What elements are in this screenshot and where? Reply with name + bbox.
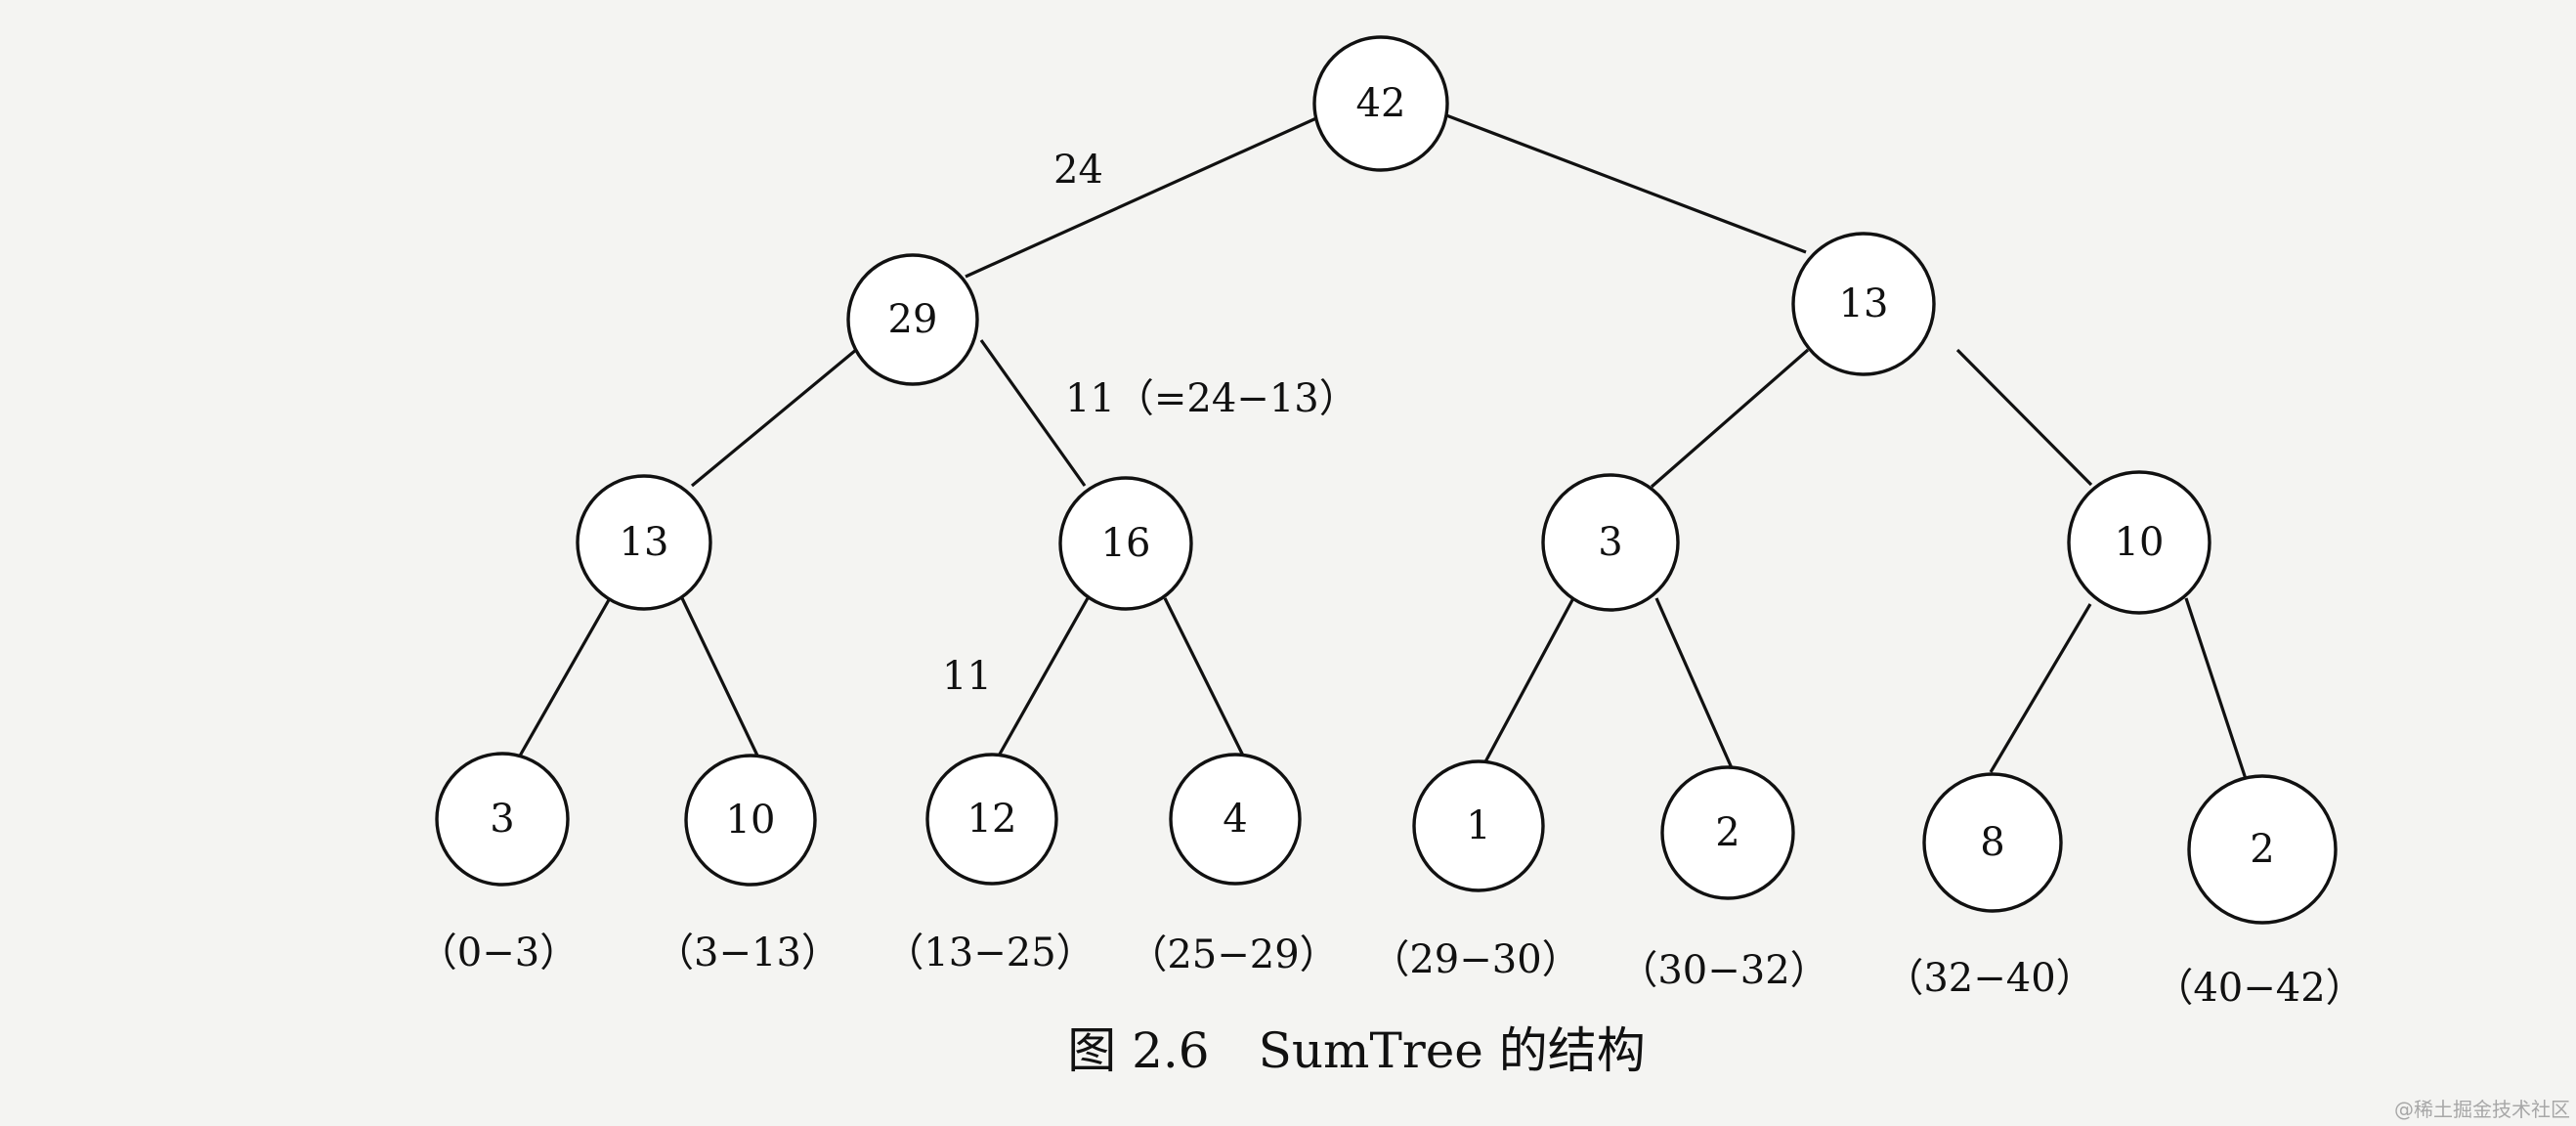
node-l2-d: 10: [2067, 470, 2211, 615]
edge-l1-left-l2-a: [690, 338, 870, 488]
edge-annotations: 24 11（=24−13） 11: [942, 148, 1358, 699]
node-l2-a: 13: [576, 474, 712, 611]
node-value: 3: [490, 797, 514, 842]
watermark: @稀土掘金技术社区: [2394, 1098, 2570, 1121]
node-leaf-2: 10: [684, 754, 817, 887]
range-label: （25−29）: [1128, 932, 1338, 977]
edge-l1-right-l2-d: [1955, 348, 2093, 487]
node-value: 4: [1223, 797, 1247, 842]
range-label: （32−40）: [1884, 956, 2094, 1001]
edge-l2-b-leaf-3: [996, 597, 1090, 758]
node-value: 2: [1715, 810, 1739, 855]
edge-l2-d-leaf-8: [2184, 597, 2248, 780]
leaf-ranges: （0−3） （3−13） （13−25） （25−29） （29−30） （30…: [418, 931, 2365, 1011]
node-value: 42: [1356, 81, 1406, 126]
node-l1-left: 29: [846, 253, 979, 386]
edge-l2-a-leaf-1: [517, 597, 612, 758]
edge-l2-b-leaf-4: [1163, 597, 1246, 758]
node-leaf-1: 3: [435, 752, 570, 887]
edge-l2-a-leaf-2: [680, 597, 760, 758]
tree-edges: [517, 113, 2248, 780]
node-value: 10: [2115, 520, 2165, 565]
edge-l1-left-l2-b: [979, 339, 1087, 487]
node-leaf-6: 2: [1660, 765, 1795, 900]
range-label: （40−42）: [2154, 966, 2364, 1011]
node-value: 1: [1466, 803, 1490, 848]
range-label: （29−30）: [1370, 937, 1580, 982]
edge-l2-d-leaf-7: [1989, 603, 2092, 773]
edge-l1-right-l2-c: [1650, 348, 1810, 489]
annotation-left-to-right-child: 11（=24−13）: [1065, 376, 1358, 421]
edge-l2-c-leaf-6: [1654, 597, 1735, 771]
range-label: （0−3）: [418, 931, 579, 975]
range-label: （30−32）: [1618, 948, 1828, 993]
figure-caption: 图 2.6 SumTree 的结构: [1067, 1022, 1646, 1079]
annotation-l2b-to-leaf3: 11: [942, 654, 992, 699]
node-value: 3: [1598, 520, 1622, 565]
node-value: 8: [1980, 820, 2004, 865]
tree-nodes: 42 29 13 13 16 3 10 3: [435, 35, 2338, 925]
node-value: 13: [1839, 282, 1889, 326]
edge-root-l1-right: [1445, 113, 1807, 254]
node-l2-c: 3: [1541, 473, 1680, 612]
annotation-root-to-left: 24: [1053, 148, 1103, 193]
node-leaf-5: 1: [1412, 759, 1545, 892]
edge-l2-c-leaf-5: [1481, 597, 1575, 768]
node-l1-right: 13: [1791, 232, 1936, 376]
range-label: （3−13）: [655, 931, 840, 975]
node-value: 29: [888, 297, 938, 342]
edge-root-l1-left: [965, 116, 1317, 279]
node-value: 16: [1101, 521, 1151, 566]
node-value: 12: [967, 797, 1017, 842]
node-value: 2: [2250, 827, 2274, 872]
node-leaf-8: 2: [2187, 774, 2338, 925]
node-root: 42: [1312, 35, 1449, 172]
node-l2-b: 16: [1058, 476, 1193, 611]
node-value: 13: [620, 520, 669, 565]
node-leaf-7: 8: [1922, 772, 2063, 913]
node-leaf-3: 12: [925, 753, 1058, 886]
node-value: 10: [726, 798, 776, 843]
node-leaf-4: 4: [1169, 753, 1302, 886]
range-label: （13−25）: [884, 931, 1095, 975]
